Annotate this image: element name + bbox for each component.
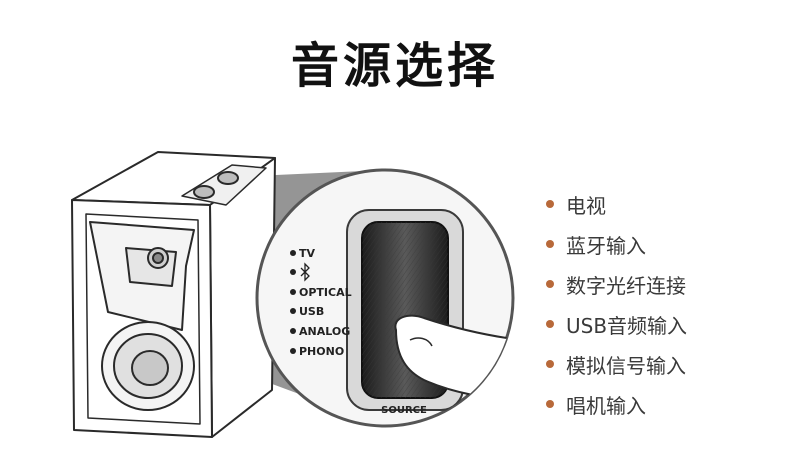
list-item: 数字光纤连接 [546,264,687,304]
speaker-cabinet [71,151,276,438]
source-label-tv: 电视 [566,193,606,218]
page-title: 音源选择 [290,38,499,94]
source-label-usb: USB音频输入 [566,313,688,338]
list-item: 电视 [546,184,687,224]
indicator-tv: TV [299,247,316,260]
bullet-icon [546,360,554,368]
source-button-label: SOURCE [381,405,427,416]
list-item: 蓝牙输入 [546,224,687,264]
indicator-optical: OPTICAL [299,286,352,299]
list-item: 唱机输入 [546,384,687,424]
bullet-icon [546,200,554,208]
bluetooth-icon [300,262,310,282]
indicator-analog: ANALOG [299,325,350,338]
source-label-analog: 模拟信号输入 [566,353,686,378]
source-label-optical: 数字光纤连接 [566,273,686,298]
list-item: USB音频输入 [546,304,687,344]
bullet-icon [546,280,554,288]
bullet-icon [546,240,554,248]
indicator-usb: USB [299,305,324,318]
bullet-icon [546,400,554,408]
source-list: 电视 蓝牙输入 数字光纤连接 USB音频输入 模拟信号输入 唱机输入 [546,184,687,424]
indicator-phono: PHONO [299,345,344,358]
indicator-list: TV OPTICAL USB ANALOG PHONO [290,247,352,358]
source-label-bluetooth: 蓝牙输入 [566,233,646,258]
source-label-phono: 唱机输入 [566,393,646,418]
bullet-icon [546,320,554,328]
list-item: 模拟信号输入 [546,344,687,384]
zoom-circle: TV OPTICAL USB ANALOG PHONO SOURCE [255,168,515,428]
